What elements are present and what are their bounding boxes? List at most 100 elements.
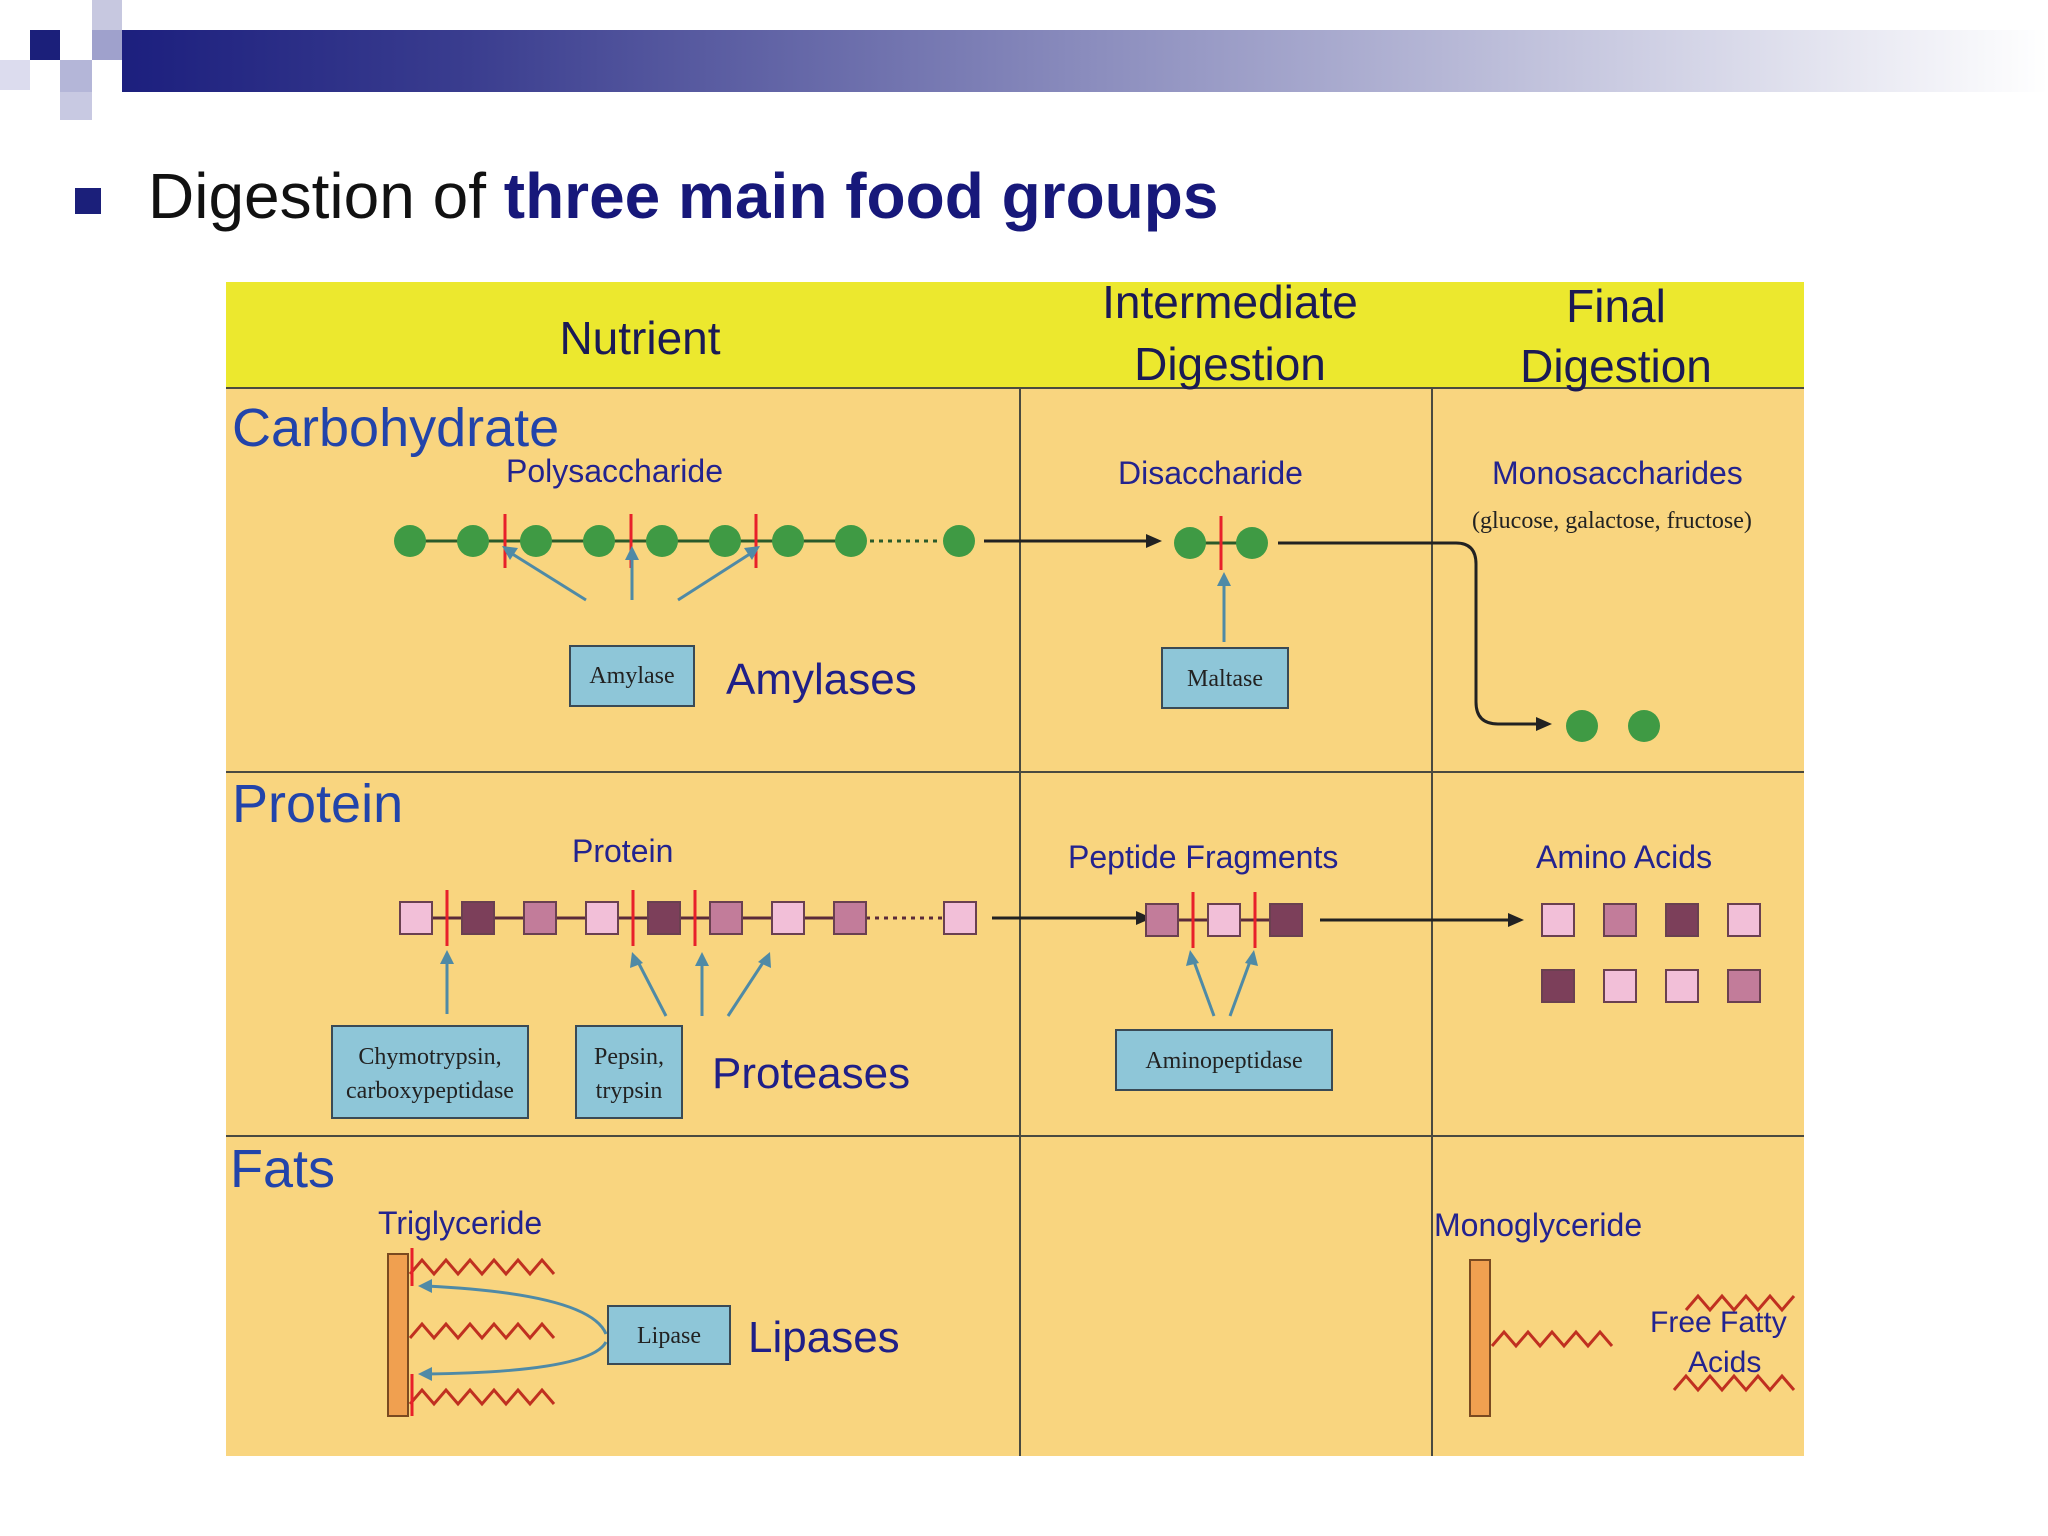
monosaccharides-label: Monosaccharides [1492, 455, 1743, 491]
maltase-arrow-head [1217, 572, 1231, 586]
fatty-acid-chain [408, 1321, 556, 1341]
amylase-arrows [502, 546, 760, 602]
arrow-head [418, 1279, 432, 1293]
amino-acid-unit [647, 901, 681, 935]
arrow-line [634, 957, 668, 1017]
chymotrypsin-label: Chymotrypsin, [358, 1044, 501, 1070]
glycerol-backbone [387, 1253, 409, 1417]
aminopeptidase-arrows [1186, 950, 1258, 1017]
polysaccharide-chain [394, 525, 975, 557]
arrow-line [1228, 955, 1254, 1017]
maltase-label: Maltase [1187, 666, 1263, 692]
arrow-head [440, 950, 454, 964]
arrow-head [502, 546, 518, 560]
logo-square-light [60, 60, 92, 92]
arrow-head [1186, 950, 1199, 966]
glucose-unit [520, 525, 552, 557]
glucose-unit [394, 525, 426, 557]
amylases-class-label: Amylases [726, 655, 917, 704]
chymotrypsin-box [331, 1025, 529, 1119]
peptide-fragment [1145, 903, 1303, 937]
arrow-head [758, 952, 771, 968]
carboxypeptidase-label: carboxypeptidase [346, 1078, 514, 1104]
disaccharide-label: Disaccharide [1118, 455, 1303, 491]
arrow-head [418, 1367, 432, 1381]
free-fatty-acids-label-line1: Free Fatty [1650, 1306, 1787, 1339]
digestion-table-figure: Nutrient Intermediate Digestion Final Di… [226, 282, 1804, 1456]
protease-cut-marks [445, 890, 697, 946]
amino-acid-unit [1665, 903, 1699, 937]
peptide-fragments-label: Peptide Fragments [1068, 839, 1338, 875]
amino-acid-unit [771, 901, 805, 935]
glucose-unit [457, 525, 489, 557]
arrow-head [625, 546, 639, 560]
carb-final-arrow-head [1536, 717, 1552, 731]
amylase-box [569, 645, 695, 707]
header-intermediate-line1: Intermediate [1102, 282, 1358, 328]
lipase-box [607, 1305, 731, 1365]
arrow-head [695, 952, 709, 966]
arrow-line [1190, 955, 1216, 1017]
carb-final-path [1278, 541, 1544, 726]
amino-acid-unit [585, 901, 619, 935]
amino-acid-unit [709, 901, 743, 935]
header-final-line1: Final [1566, 282, 1666, 332]
arrow-line [677, 548, 757, 602]
amino-acid-unit [1541, 969, 1575, 1003]
slide-title: Digestion of three main food groups [148, 158, 1218, 235]
header-intermediate-line2: Digestion [1134, 338, 1326, 390]
glucose-unit [772, 525, 804, 557]
pepsin-box [575, 1025, 683, 1119]
fatty-acid-chain [408, 1387, 556, 1407]
glucose-unit [943, 525, 975, 557]
arrow-line [425, 1341, 608, 1376]
amino-acid-unit [1727, 969, 1761, 1003]
free-amino-acids [1541, 903, 1761, 1003]
amino-acid-unit [1665, 969, 1699, 1003]
arrow-head [1245, 950, 1258, 966]
section-protein: Protein [232, 774, 403, 834]
monosaccharide-unit [1628, 710, 1660, 742]
monoglyceride-backbone [1469, 1259, 1491, 1417]
aminopeptidase-label: Aminopeptidase [1145, 1048, 1302, 1074]
protein-arrow-head [1136, 911, 1152, 925]
arrow-line [505, 548, 587, 602]
amino-acid-unit [399, 901, 433, 935]
section-fats: Fats [230, 1139, 335, 1199]
free-fatty-acids-label-line2: Acids [1688, 1346, 1761, 1379]
protein-label: Protein [572, 833, 673, 869]
monoglyceride-chain [1490, 1329, 1614, 1349]
panel-background [226, 282, 1804, 1456]
amino-acids-label: Amino Acids [1536, 839, 1712, 875]
title-bold: three main food groups [503, 160, 1219, 232]
logo-square-light [0, 60, 30, 90]
glucose-unit [1174, 527, 1206, 559]
fatty-acid-chain [408, 1257, 556, 1277]
logo-square-light [92, 30, 122, 60]
protease-arrows [440, 950, 771, 1017]
arrow-line [425, 1284, 608, 1335]
amino-acid-unit [523, 901, 557, 935]
fatty-acid-chains [408, 1257, 556, 1407]
amino-acid-unit [1145, 903, 1179, 937]
glucose-unit [1236, 527, 1268, 559]
header-nutrient: Nutrient [559, 312, 720, 364]
header-row-background [226, 282, 1804, 388]
arrow-line [726, 957, 768, 1017]
lipase-label: Lipase [637, 1323, 701, 1349]
amino-acid-unit [1727, 903, 1761, 937]
logo-square-dark [30, 30, 60, 60]
amino-acid-unit [1269, 903, 1303, 937]
free-fatty-acid-chain [1672, 1373, 1796, 1393]
triglyceride-label: Triglyceride [378, 1205, 542, 1241]
amino-acid-unit [1541, 903, 1575, 937]
glucose-unit [835, 525, 867, 557]
glucose-unit [709, 525, 741, 557]
logo-square-light [92, 0, 122, 30]
title-plain: Digestion of [148, 160, 504, 232]
maltase-box [1161, 647, 1289, 709]
monoglyceride-label: Monoglyceride [1434, 1207, 1642, 1243]
amino-acid-unit [943, 901, 977, 935]
aminopeptidase-box [1115, 1029, 1333, 1091]
lipases-class-label: Lipases [748, 1313, 900, 1362]
